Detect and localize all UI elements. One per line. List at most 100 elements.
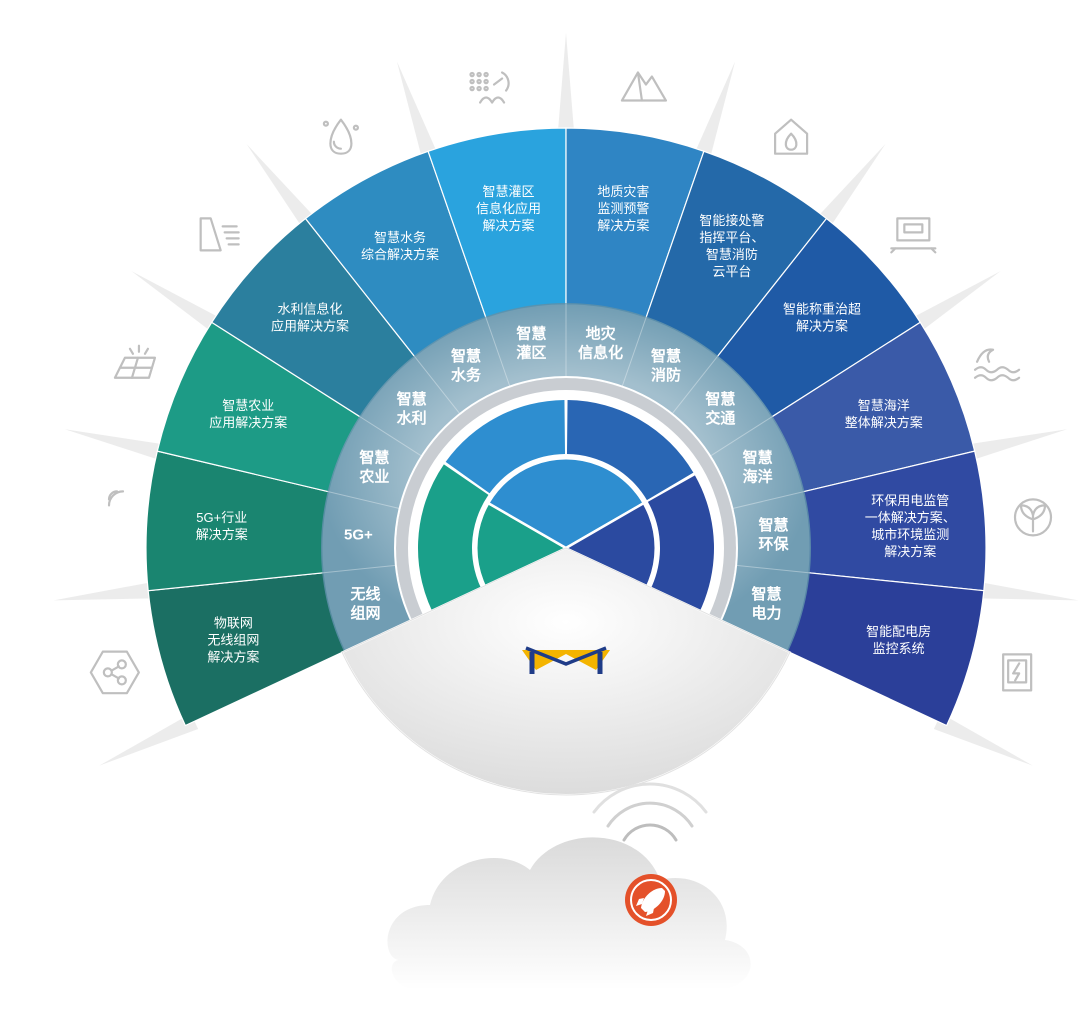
network-hexagon-icon (89, 650, 140, 695)
light-ray (907, 271, 1001, 335)
industry-label: 智慧交通 (705, 390, 735, 427)
solution-sector-label-line: 水利信息化 (277, 301, 342, 316)
solution-sector-label-line: 5G+行业 (196, 510, 247, 525)
industry-label-line: 智慧 (752, 585, 782, 603)
industry-label: 智慧环保 (759, 516, 790, 553)
solution-sector-label-line: 智能称重治超 (783, 301, 861, 316)
industry-divider (671, 355, 719, 415)
dam-icon (199, 217, 240, 252)
light-ray (53, 581, 160, 601)
solution-sector-label-line: 云平台 (712, 264, 751, 279)
industry-label-line: 信息化 (578, 343, 623, 361)
irrigation-icon (469, 71, 510, 104)
solution-sector-label-line: 智慧海洋 (858, 398, 910, 413)
industry-label-line: 智慧 (359, 449, 389, 467)
solution-sector-label-line: 解决方案 (796, 318, 848, 333)
industry-label-line: 电力 (752, 604, 782, 622)
industry-label: 智慧消防 (651, 347, 681, 384)
solution-sector-label-line: 综合解决方案 (361, 247, 439, 262)
solution-sector-label-line: 信息化应用 (476, 201, 541, 216)
tech-segment-ai (566, 400, 694, 501)
industry-label: 地灾信息化 (578, 324, 623, 361)
industry-label-line: 水利 (397, 409, 427, 427)
industry-label-line: 海洋 (743, 468, 773, 486)
light-ray (64, 429, 170, 462)
industry-label-line: 智慧 (759, 516, 789, 534)
solution-sector-label-line: 解决方案 (884, 544, 936, 559)
solution-sector-label: 智能称重治超解决方案 (783, 301, 861, 333)
light-ray (933, 713, 1033, 766)
light-ray (557, 33, 575, 139)
light-ray (99, 713, 199, 766)
solution-sector-label-line: 监控系统 (873, 641, 925, 656)
fire-house-icon (774, 118, 809, 155)
industry-label-line: 智慧 (743, 449, 773, 467)
industry-label: 5G+ (344, 526, 373, 543)
industry-label-line: 无线 (349, 585, 380, 603)
solution-sector-label-line: 解决方案 (483, 218, 535, 233)
solution-sector-label-line: 城市环境监测 (871, 527, 949, 542)
industry-divider (621, 316, 647, 388)
industry-label-line: 灌区 (516, 343, 546, 361)
industry-divider (731, 491, 805, 510)
logo-m (525, 646, 607, 666)
industry-divider (327, 491, 401, 510)
solution-sector-label-line: 智慧水务 (374, 230, 426, 245)
industry-label-line: 交通 (705, 409, 735, 427)
industry-divider (735, 564, 810, 574)
solution-sector-label: 环保用电监管一体解决方案、城市环境监测解决方案 (865, 493, 956, 559)
solution-sector-label: 水利信息化应用解决方案 (271, 301, 349, 333)
industry-label-line: 智慧 (516, 324, 546, 342)
eco-leaf-icon (1013, 498, 1053, 537)
solution-sector-label-line: 智能接处警 (699, 213, 764, 228)
brand-wedge-edge (341, 547, 791, 796)
industry-label-line: 智慧 (451, 347, 481, 365)
industry-label: 智慧灌区 (516, 324, 546, 361)
industry-label-line: 智慧 (651, 347, 681, 365)
solution-sector-label-line: 应用解决方案 (271, 318, 349, 333)
solution-sector-label: 智慧海洋整体解决方案 (845, 398, 923, 430)
industry-label-line: 组网 (350, 604, 380, 622)
solution-sector-label-line: 一体解决方案、 (865, 510, 956, 525)
light-ray (813, 144, 886, 232)
solution-sector-label-line: 解决方案 (597, 218, 649, 233)
sector-icons (89, 71, 1053, 695)
solution-sector-label-line: 监测预警 (597, 201, 649, 216)
industry-divider (485, 316, 511, 388)
solution-sector-label-line: 解决方案 (207, 650, 259, 665)
light-ray (972, 581, 1079, 601)
industry-label: 无线组网 (349, 585, 380, 622)
industry-ring-glow (321, 302, 811, 652)
solution-sector-label-line: 应用解决方案 (209, 415, 287, 430)
water-drop-icon (322, 118, 359, 155)
industry-label-line: 地灾 (586, 324, 617, 342)
solution-sector-label: 智能配电房监控系统 (866, 624, 931, 656)
industry-divider (322, 564, 397, 574)
solution-sector-label: 智能接处警指挥平台、智慧消防云平台 (699, 213, 764, 279)
cloud-shape (387, 837, 751, 990)
four-faith-logo (522, 646, 610, 674)
industry-label: 智慧农业 (358, 449, 389, 486)
solution-sector-label: 地质灾害监测预警解决方案 (597, 184, 649, 233)
wifi-signal-icon (592, 782, 708, 842)
light-ray (246, 144, 319, 232)
solution-sector-label-line: 智慧农业 (222, 398, 274, 413)
solution-sector-label-line: 地质灾害 (597, 184, 649, 199)
outer-solution-ring: 物联网无线组网解决方案5G+行业解决方案智慧农业应用解决方案水利信息化应用解决方… (145, 127, 987, 727)
solution-sector-label: 物联网无线组网解决方案 (207, 616, 259, 665)
logo-bars (529, 652, 603, 674)
solution-sector-label-line: 智慧灌区 (483, 184, 535, 199)
weigh-station-icon (890, 217, 937, 254)
solution-sector-label-line: 智慧消防 (706, 247, 758, 262)
industry-label-line: 消防 (651, 366, 681, 384)
rocket-icon (625, 874, 677, 926)
solution-sector-label-line: 无线组网 (207, 633, 259, 648)
solution-sector-label-line: 智能配电房 (866, 624, 931, 639)
industry-label-line: 环保 (759, 535, 790, 553)
cloud-rocket-graphic (387, 782, 751, 990)
light-ray (131, 271, 225, 335)
industry-divider (709, 415, 773, 458)
background-rays (53, 33, 1079, 766)
